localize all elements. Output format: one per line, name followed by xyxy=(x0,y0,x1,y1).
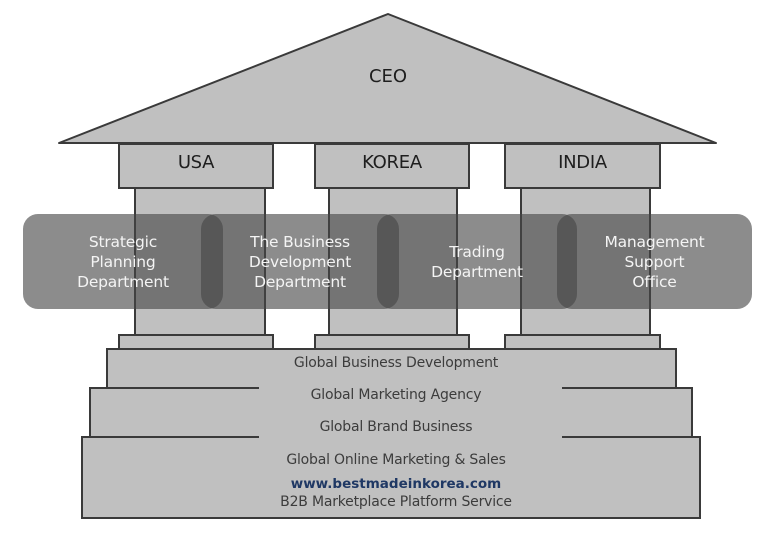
foundation-center-fill xyxy=(259,384,562,444)
foundation-label-global-marketing-agency: Global Marketing Agency xyxy=(310,387,482,403)
ledge-line-left-lower xyxy=(81,436,259,438)
column-plinth-india xyxy=(504,334,661,350)
column-plinth-korea xyxy=(314,334,470,350)
column-label-india: INDIA xyxy=(558,152,607,173)
department-segment-trading xyxy=(377,214,577,309)
department-label-management-support: Management Support Office xyxy=(604,232,705,291)
foundation-tagline: B2B Marketplace Platform Service xyxy=(280,494,512,510)
ledge-line-left-upper xyxy=(89,387,259,389)
column-capital-india xyxy=(504,143,661,189)
foundation-label-global-brand-business: Global Brand Business xyxy=(319,419,473,435)
department-segment-business-development xyxy=(201,214,399,309)
foundation-label-global-online-marketing-sales: Global Online Marketing & Sales xyxy=(286,452,506,468)
department-label-business-development: The Business Development Department xyxy=(248,232,352,291)
department-label-trading: Trading Department xyxy=(431,242,523,281)
foundation-step-4 xyxy=(81,436,701,519)
column-capital-usa xyxy=(118,143,274,189)
website-link[interactable]: www.bestmadeinkorea.com xyxy=(290,476,502,492)
roof-label-ceo: CEO xyxy=(368,66,408,87)
ledge-line-right-lower xyxy=(562,436,701,438)
column-capital-korea xyxy=(314,143,470,189)
ledge-line-right-upper xyxy=(562,387,693,389)
column-label-korea: KOREA xyxy=(362,152,422,173)
column-label-usa: USA xyxy=(177,152,215,173)
foundation-label-global-business-development: Global Business Development xyxy=(293,355,499,371)
department-label-strategic-planning: Strategic Planning Department xyxy=(77,232,169,291)
department-segment-management-support xyxy=(557,214,752,309)
department-segment-strategic-planning xyxy=(23,214,223,309)
column-plinth-usa xyxy=(118,334,274,350)
